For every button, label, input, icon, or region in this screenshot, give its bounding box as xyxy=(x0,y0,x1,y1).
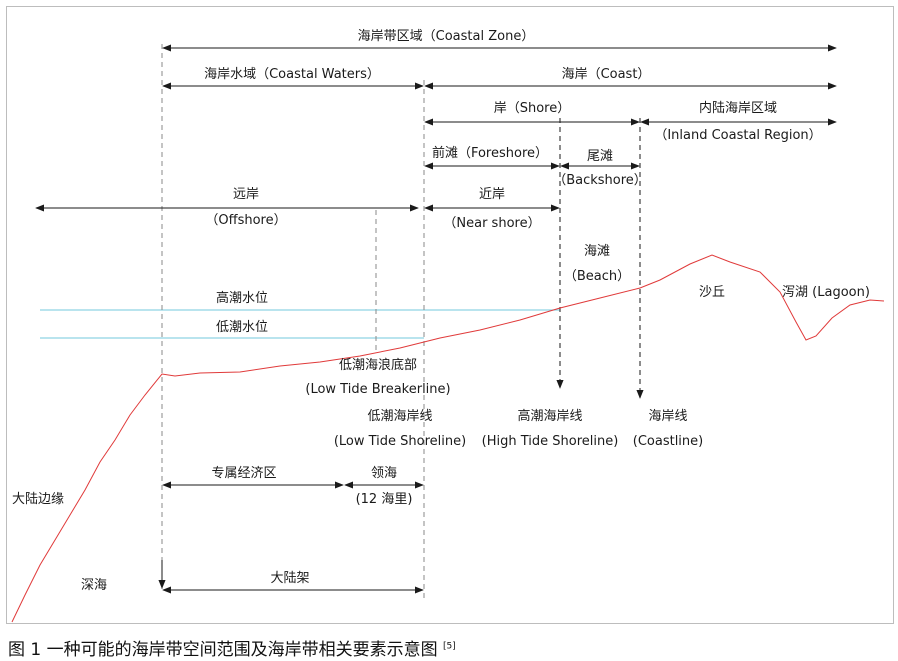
label-inland-cn: 内陆海岸区域 xyxy=(699,100,777,116)
caption-text: 图 1 一种可能的海岸带空间范围及海岸带相关要素示意图 xyxy=(8,640,438,660)
label-offshore-cn: 远岸 xyxy=(233,187,259,202)
label-lagoon: 泻湖 (Lagoon) xyxy=(782,285,870,300)
label-beach-cn: 海滩 xyxy=(584,244,610,259)
label-dune: 沙丘 xyxy=(699,285,725,300)
label-breakerline-en: (Low Tide Breakerline) xyxy=(305,382,450,397)
label-inland-en: （Inland Coastal Region） xyxy=(654,128,821,143)
label-foreshore: 前滩（Foreshore） xyxy=(432,145,548,161)
label-shore: 岸（Shore） xyxy=(494,101,571,116)
coastal-profile-line xyxy=(11,254,885,623)
label-beach-en: （Beach） xyxy=(564,269,630,284)
label-breakerline-cn: 低潮海浪底部 xyxy=(339,357,417,373)
label-low-shoreline-en: (Low Tide Shoreline) xyxy=(334,434,466,449)
label-high-shoreline-en: (High Tide Shoreline) xyxy=(482,434,619,449)
label-high-shoreline-cn: 高潮海岸线 xyxy=(517,408,582,424)
label-coastal-zone: 海岸带区域（Coastal Zone） xyxy=(358,29,535,44)
label-territorial-sea-en: (12 海里) xyxy=(356,492,413,507)
label-backshore-cn: 尾滩 xyxy=(587,149,613,164)
label-low-shoreline-cn: 低潮海岸线 xyxy=(367,409,432,424)
label-coast: 海岸（Coast） xyxy=(562,67,651,82)
caption-reference: [5] xyxy=(443,641,456,652)
label-deep-sea: 深海 xyxy=(81,578,107,593)
figure-frame xyxy=(6,6,894,624)
coastal-zone-diagram: 海岸带区域（Coastal Zone） 海岸水域（Coastal Waters）… xyxy=(11,29,885,623)
label-continental-margin: 大陆边缘 xyxy=(12,491,64,507)
label-coastline-en: (Coastline) xyxy=(633,434,703,449)
label-continental-shelf: 大陆架 xyxy=(270,570,309,586)
label-coastal-waters: 海岸水域（Coastal Waters） xyxy=(204,67,380,82)
label-high-tide-level: 高潮水位 xyxy=(216,290,268,306)
label-backshore-en: （Backshore） xyxy=(553,173,647,188)
label-nearshore-en: （Near shore） xyxy=(443,216,540,231)
label-nearshore-cn: 近岸 xyxy=(479,187,505,202)
label-offshore-en: （Offshore） xyxy=(205,213,286,228)
label-coastline-cn: 海岸线 xyxy=(648,409,687,424)
figure-caption: 图 1 一种可能的海岸带空间范围及海岸带相关要素示意图 [5] xyxy=(8,635,456,660)
label-low-tide-level: 低潮水位 xyxy=(216,320,268,335)
label-eez: 专属经济区 xyxy=(211,466,276,481)
label-territorial-sea-cn: 领海 xyxy=(371,466,397,481)
